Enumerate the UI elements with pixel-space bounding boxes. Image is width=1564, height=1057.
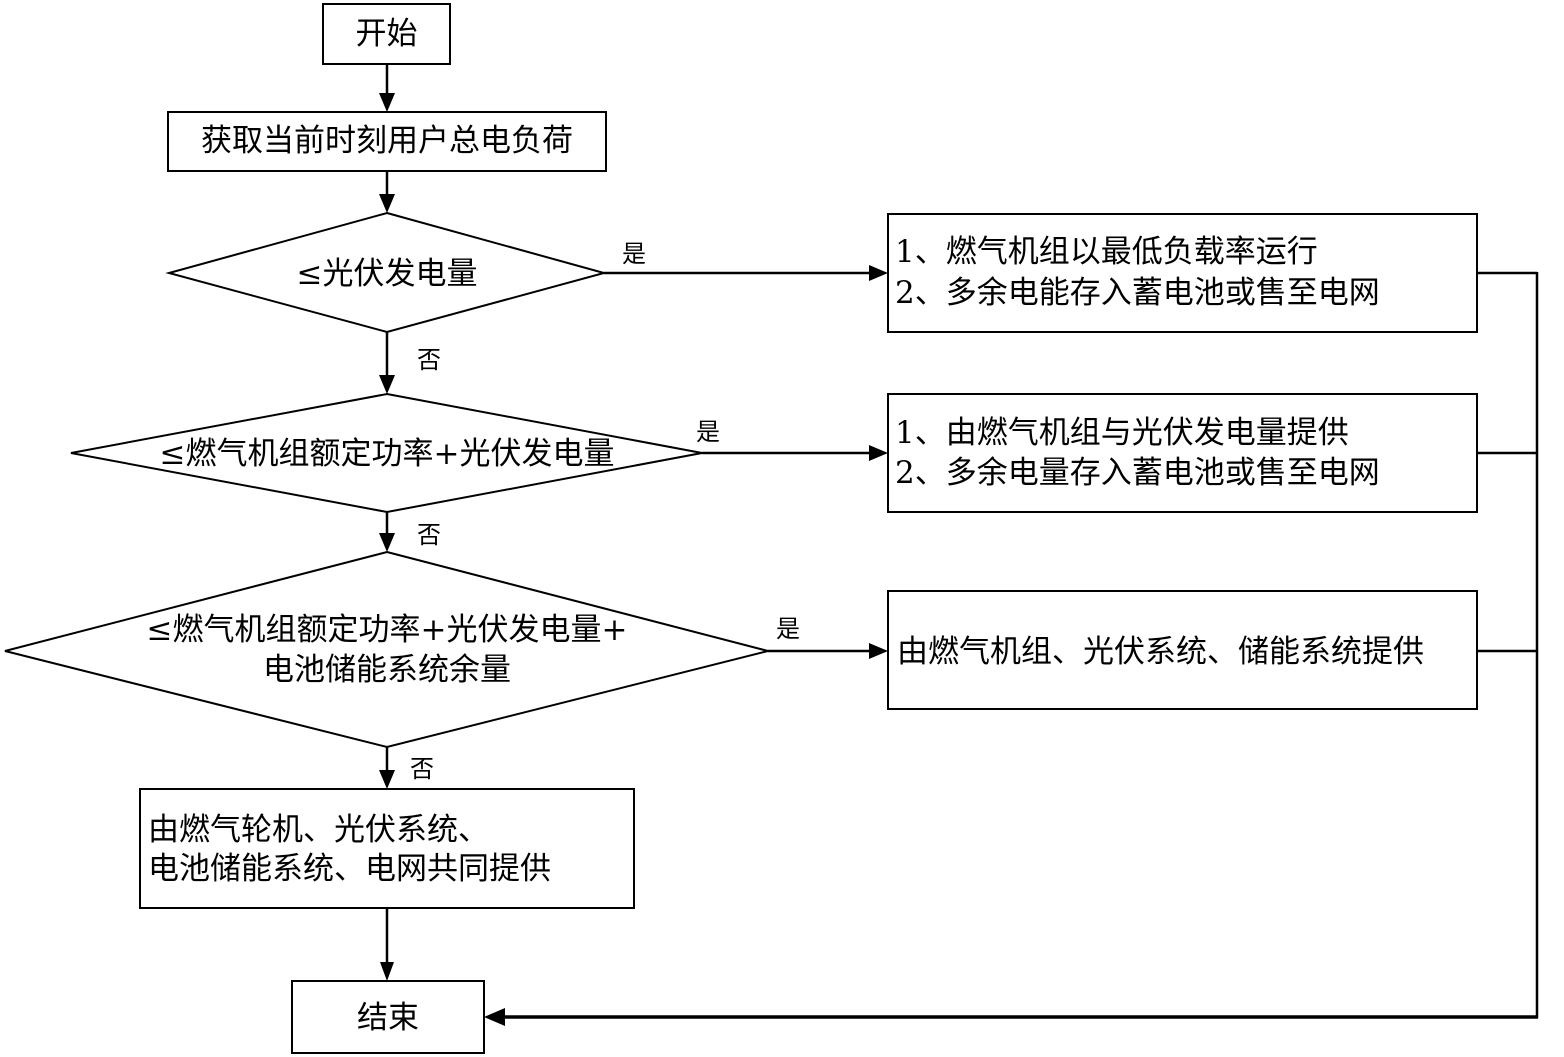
node-action3-text: 由燃气机组、光伏系统、储能系统提供 xyxy=(897,634,1424,670)
node-action4: 由燃气轮机、光伏系统、 电池储能系统、电网共同提供 xyxy=(139,788,635,909)
edge-label-no: 否 xyxy=(417,521,441,549)
arrowhead xyxy=(379,194,395,213)
arrowhead xyxy=(379,375,395,394)
node-decision1: ≤光伏发电量 xyxy=(165,211,608,334)
node-start-text: 开始 xyxy=(356,16,418,52)
node-action1-text-line2: 2、多余电能存入蓄电池或售至电网 xyxy=(895,275,1380,311)
edge-label-no: 否 xyxy=(417,346,441,374)
node-decision2-text: ≤燃气机组额定功率+光伏发电量 xyxy=(160,436,615,472)
edge-get-load-to-decision1 xyxy=(379,171,395,213)
arrowhead xyxy=(379,533,395,552)
edge-start-to-get-load xyxy=(379,64,395,112)
node-action2-text-line1: 1、由燃气机组与光伏发电量提供 xyxy=(895,415,1349,451)
edge-label-yes: 是 xyxy=(696,418,720,446)
node-end: 结束 xyxy=(291,980,485,1054)
node-decision3-text-line1: ≤燃气机组额定功率+光伏发电量+ xyxy=(147,612,628,648)
edge-actions-merge-to-end xyxy=(484,271,1539,1026)
node-get-load-text: 获取当前时刻用户总电负荷 xyxy=(201,123,573,159)
node-decision3: ≤燃气机组额定功率+光伏发电量+ 电池储能系统余量 xyxy=(4,550,769,749)
node-decision1-text: ≤光伏发电量 xyxy=(297,256,478,292)
node-action3: 由燃气机组、光伏系统、储能系统提供 xyxy=(887,590,1478,710)
edge-decision1-yes: 是 xyxy=(604,240,888,281)
arrowhead xyxy=(379,93,395,112)
arrowhead xyxy=(379,770,395,789)
node-decision2: ≤燃气机组额定功率+光伏发电量 xyxy=(70,392,703,514)
arrowhead xyxy=(380,962,394,981)
edge-decision2-yes: 是 xyxy=(696,418,888,461)
node-decision3-text-line2: 电池储能系统余量 xyxy=(263,652,511,688)
edge-decision3-no: 否 xyxy=(379,747,434,789)
arrowhead xyxy=(484,1008,505,1026)
arrowhead xyxy=(869,643,888,659)
edge-label-yes: 是 xyxy=(776,615,800,643)
node-get-load: 获取当前时刻用户总电负荷 xyxy=(167,111,607,172)
edge-label-no: 否 xyxy=(410,755,434,783)
node-action4-text-line1: 由燃气轮机、光伏系统、 xyxy=(148,812,489,848)
edge-decision3-yes: 是 xyxy=(768,615,888,659)
node-action4-text-line2: 电池储能系统、电网共同提供 xyxy=(148,851,551,887)
node-action2: 1、由燃气机组与光伏发电量提供 2、多余电量存入蓄电池或售至电网 xyxy=(887,393,1478,513)
edge-decision2-no: 否 xyxy=(379,512,441,552)
arrowhead xyxy=(869,445,888,461)
node-start: 开始 xyxy=(322,3,451,65)
node-action1-text-line1: 1、燃气机组以最低负载率运行 xyxy=(895,234,1318,270)
arrowhead xyxy=(869,265,888,281)
edge-label-yes: 是 xyxy=(622,240,646,268)
edge-decision1-no: 否 xyxy=(379,332,441,394)
edge-action4-to-end xyxy=(380,908,394,981)
node-end-text: 结束 xyxy=(357,1000,419,1036)
node-action2-text-line2: 2、多余电量存入蓄电池或售至电网 xyxy=(895,455,1380,491)
node-action1: 1、燃气机组以最低负载率运行 2、多余电能存入蓄电池或售至电网 xyxy=(887,213,1478,333)
